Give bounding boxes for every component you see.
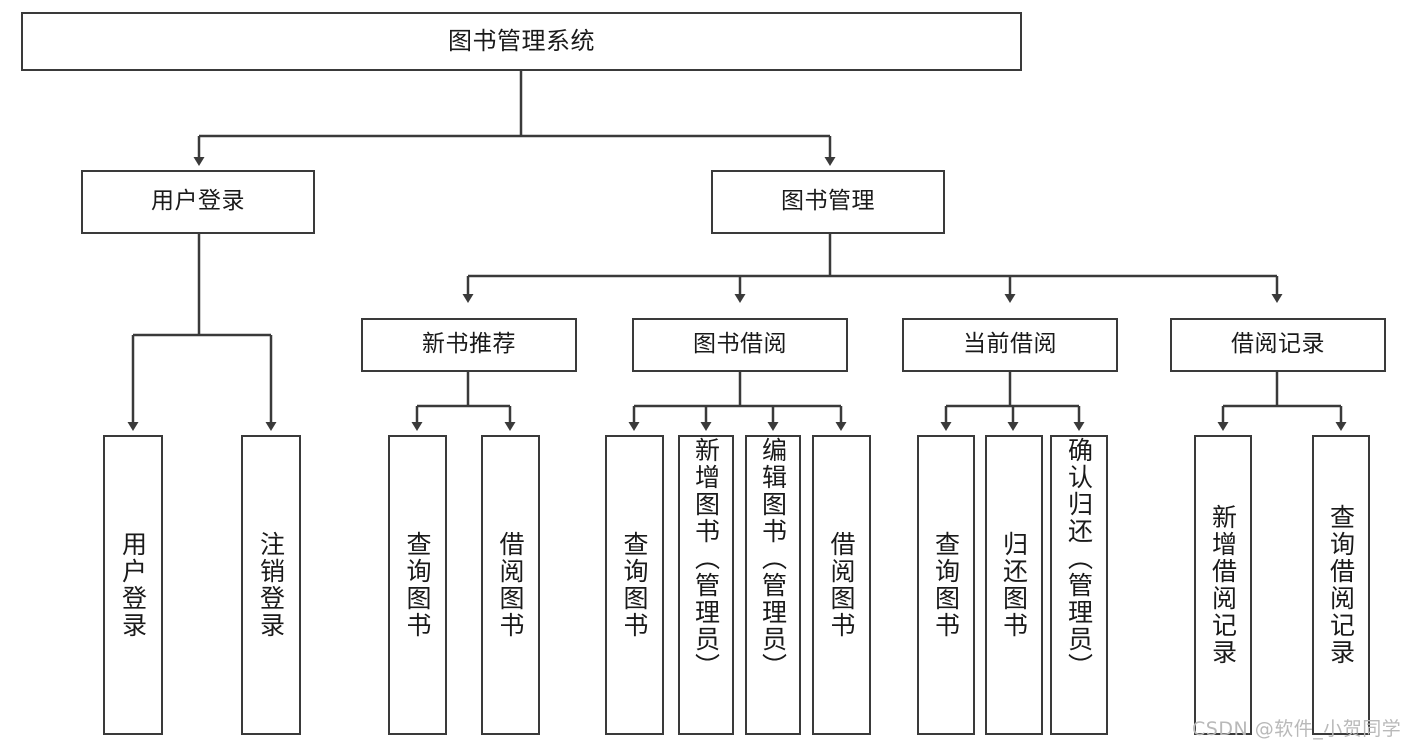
node-label: 图书管理系统	[448, 27, 595, 56]
node-label: 借阅图书	[827, 531, 856, 639]
node-label: 确认归还（管理员）	[1064, 437, 1094, 680]
node-label: 借阅图书	[496, 531, 525, 639]
node-label: 注销登录	[256, 531, 286, 639]
node-current-borrow[interactable]: 当前借阅	[902, 318, 1118, 372]
node-label: 借阅记录	[1231, 331, 1325, 358]
node-book-borrow[interactable]: 图书借阅	[632, 318, 848, 372]
leaf-recommend-query-book[interactable]: 查询图书	[388, 435, 447, 735]
leaf-current-confirm-return-admin[interactable]: 确认归还（管理员）	[1050, 435, 1108, 735]
node-label: 归还图书	[999, 531, 1029, 639]
csdn-watermark: CSDN @软件_小贺同学	[1192, 718, 1402, 740]
leaf-user-login-login[interactable]: 用户登录	[103, 435, 163, 735]
node-label: 查询图书	[620, 531, 649, 639]
node-label: 图书管理	[781, 188, 875, 215]
node-label: 新书推荐	[422, 331, 516, 358]
leaf-borrow-query-book[interactable]: 查询图书	[605, 435, 664, 735]
leaf-borrow-borrow-book[interactable]: 借阅图书	[812, 435, 871, 735]
leaf-current-query-book[interactable]: 查询图书	[917, 435, 975, 735]
node-label: 当前借阅	[963, 331, 1057, 358]
leaf-current-return-book[interactable]: 归还图书	[985, 435, 1043, 735]
leaf-borrow-edit-book-admin[interactable]: 编辑图书（管理员）	[745, 435, 801, 735]
node-book-management[interactable]: 图书管理	[711, 170, 945, 234]
node-label: 查询图书	[931, 531, 961, 639]
leaf-records-query-record[interactable]: 查询借阅记录	[1312, 435, 1370, 735]
leaf-user-login-logout[interactable]: 注销登录	[241, 435, 301, 735]
node-borrow-records[interactable]: 借阅记录	[1170, 318, 1386, 372]
node-root-system[interactable]: 图书管理系统	[21, 12, 1022, 71]
node-label: 查询借阅记录	[1326, 504, 1356, 666]
node-label: 用户登录	[151, 188, 245, 215]
node-new-book-recommend[interactable]: 新书推荐	[361, 318, 577, 372]
node-label: 新增借阅记录	[1208, 504, 1238, 666]
node-label: 新增图书（管理员）	[691, 437, 721, 680]
leaf-borrow-add-book-admin[interactable]: 新增图书（管理员）	[678, 435, 734, 735]
leaf-recommend-borrow-book[interactable]: 借阅图书	[481, 435, 540, 735]
node-label: 图书借阅	[693, 331, 787, 358]
node-label: 编辑图书（管理员）	[758, 437, 788, 680]
leaf-records-add-record[interactable]: 新增借阅记录	[1194, 435, 1252, 735]
node-label: 查询图书	[403, 531, 432, 639]
node-label: 用户登录	[118, 531, 148, 639]
node-user-login[interactable]: 用户登录	[81, 170, 315, 234]
